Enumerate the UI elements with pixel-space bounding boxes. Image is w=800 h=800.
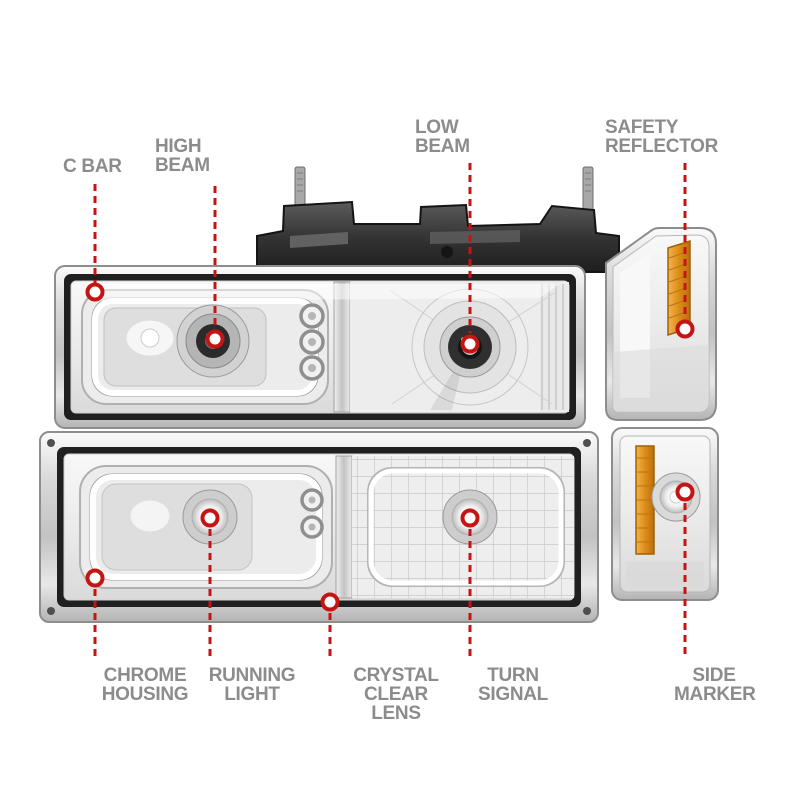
label-crystal-clear-lens: CRYSTAL CLEAR LENS [353, 665, 439, 724]
side-marker-lamp [611, 427, 719, 601]
screw-bottom-right [583, 607, 591, 615]
label-running-light: RUNNING LIGHT [208, 665, 296, 705]
led-projector-column [299, 303, 325, 381]
mounting-bracket [256, 166, 620, 273]
headlight-housing [54, 265, 586, 429]
marker-high-beam [205, 329, 225, 349]
label-side-marker: SIDE MARKER [674, 665, 756, 705]
callout-markers [85, 282, 695, 612]
marker-running-light [200, 508, 220, 528]
lens-divider-top [333, 281, 351, 413]
side-marker-amber [635, 445, 655, 555]
label-safety-reflector: SAFETY REFLECTOR [605, 117, 719, 157]
marker-low-beam [460, 334, 480, 354]
corner-light [605, 227, 717, 421]
marker-turn-signal [460, 508, 480, 528]
marker-side-marker [675, 482, 695, 502]
marker-chrome-housing [85, 568, 105, 588]
marker-c-bar [85, 282, 105, 302]
label-high-beam: HIGH BEAM [155, 136, 210, 176]
lens-top-streak [90, 284, 560, 301]
marker-safety-reflector [675, 319, 695, 339]
turn-signal [352, 456, 574, 598]
label-chrome-housing: CHROME HOUSING [101, 665, 189, 705]
callout-leader-lines [93, 163, 687, 659]
parking-light-bar [39, 431, 599, 623]
screw-top-right [583, 439, 591, 447]
running-light [79, 465, 333, 589]
marker-crystal-clear-lens [320, 592, 340, 612]
label-turn-signal: TURN SIGNAL [478, 665, 548, 705]
screw-top-left [47, 439, 55, 447]
led-dot-column [300, 488, 324, 539]
label-c-bar: C BAR [63, 156, 122, 177]
low-beam-reflector [350, 282, 569, 412]
label-low-beam: LOW BEAM [415, 117, 470, 157]
lens-divider-bottom [335, 455, 353, 599]
corner-light-lower-shade [613, 345, 709, 412]
screw-bottom-left [47, 607, 55, 615]
